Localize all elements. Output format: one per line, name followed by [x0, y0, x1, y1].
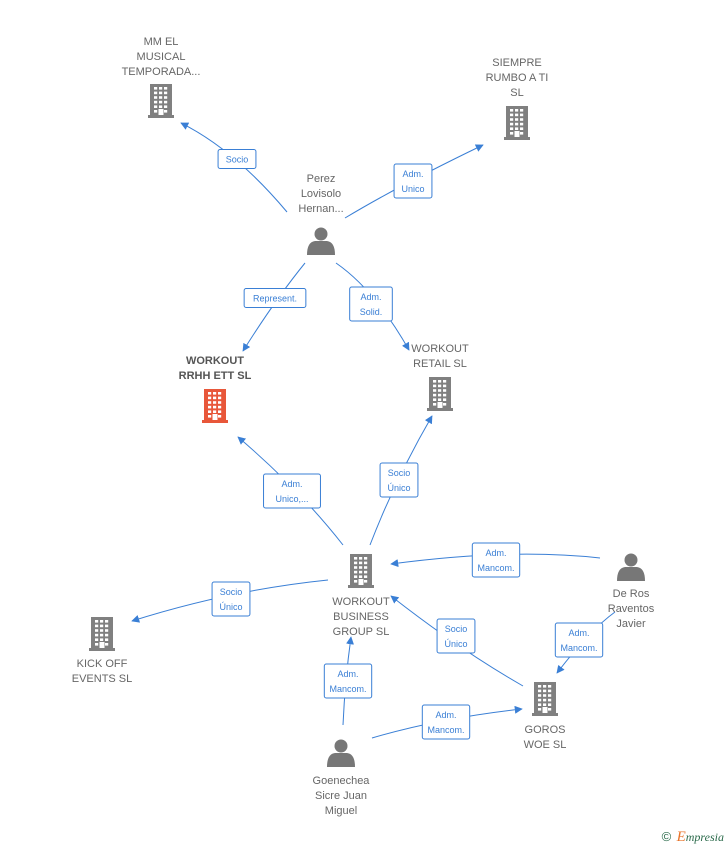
- relationship-edge[interactable]: Adm. Mancom.: [554, 611, 616, 674]
- company-node[interactable]: WORKOUT BUSINESS GROUP SL: [332, 554, 390, 638]
- relationship-label: Adm.: [402, 169, 423, 179]
- relationship-label: Unico: [401, 184, 424, 194]
- relationship-label: Socio: [388, 468, 411, 478]
- relationship-edge[interactable]: Socio: [180, 122, 288, 213]
- relationship-label: Socio: [226, 155, 249, 165]
- relationship-label: Socio: [220, 587, 243, 597]
- relationship-label: Mancom.: [329, 684, 366, 694]
- relationship-label-box: [211, 581, 251, 617]
- brand-logo-text: mpresia: [685, 830, 724, 844]
- node-label: Javier: [616, 618, 646, 630]
- node-label: BUSINESS: [333, 611, 389, 623]
- building-icon: [202, 389, 228, 423]
- node-label: EVENTS SL: [72, 673, 133, 685]
- node-label: SL: [510, 87, 523, 99]
- relationship-edge[interactable]: Adm. Mancom.: [323, 636, 373, 726]
- brand-logo-initial: E: [676, 829, 686, 845]
- node-label: KICK OFF: [77, 658, 128, 670]
- node-label: De Ros: [613, 588, 650, 600]
- relationship-label: Adm.: [337, 669, 358, 679]
- relationship-edge[interactable]: Adm. Solid.: [335, 262, 410, 351]
- edges-layer: SocioAdm.UnicoRepresent.Adm.Solid.Adm.Un…: [131, 122, 616, 740]
- building-icon: [348, 554, 374, 588]
- node-label: Perez: [307, 173, 336, 185]
- relationship-label: Solid.: [360, 307, 383, 317]
- relationship-label-box: [421, 704, 471, 740]
- person-icon: [327, 739, 355, 767]
- node-label: WORKOUT: [186, 355, 244, 367]
- relationship-label-box: [243, 288, 307, 308]
- building-icon: [89, 617, 115, 651]
- relationship-label: Mancom.: [477, 563, 514, 573]
- relationship-edge[interactable]: Adm. Unico,...: [237, 436, 344, 546]
- person-node[interactable]: PerezLovisoloHernan...: [298, 173, 344, 255]
- node-label: RRHH ETT SL: [179, 370, 252, 382]
- node-label: MUSICAL: [137, 51, 186, 63]
- footer-brand[interactable]: © Empresia: [662, 829, 724, 846]
- relationship-label: Único: [444, 639, 467, 649]
- node-label: Raventos: [608, 603, 655, 615]
- relationship-label: Unico,...: [275, 494, 308, 504]
- building-icon: [148, 84, 174, 118]
- relationship-label-box: [217, 149, 257, 169]
- company-node[interactable]: KICK OFF EVENTS SL: [72, 617, 133, 685]
- relationship-label-box: [393, 163, 433, 199]
- relationship-label-box: [263, 473, 321, 509]
- relationship-label: Único: [387, 483, 410, 493]
- relationship-label: Adm.: [568, 628, 589, 638]
- building-icon: [532, 682, 558, 716]
- node-label: RETAIL SL: [413, 358, 467, 370]
- relationship-label-box: [379, 462, 419, 498]
- node-label: WORKOUT: [332, 596, 390, 608]
- node-label: TEMPORADA...: [122, 66, 201, 78]
- person-icon: [617, 553, 645, 581]
- relationship-edge[interactable]: Adm. Mancom.: [390, 542, 601, 578]
- node-label: RUMBO A TI: [486, 72, 549, 84]
- node-label: SIEMPRE: [492, 57, 542, 69]
- node-label: GROUP SL: [333, 626, 390, 638]
- relationship-label: Adm.: [360, 292, 381, 302]
- company-node[interactable]: SIEMPRE RUMBO A TI SL: [486, 57, 549, 140]
- relationship-label: Mancom.: [427, 725, 464, 735]
- node-label: Lovisolo: [301, 188, 341, 200]
- relationship-label-box: [436, 618, 476, 654]
- nodes-layer: MM EL MUSICAL TEMPORADA... SIEMPRE RUMBO A T…: [72, 36, 655, 817]
- building-icon: [427, 377, 453, 411]
- relationship-edge[interactable]: Represent.: [242, 262, 307, 352]
- company-node[interactable]: GOROS WOE SL: [524, 682, 567, 751]
- relationship-label-box: [471, 542, 521, 578]
- person-icon: [307, 227, 335, 255]
- relationship-label: Adm.: [485, 548, 506, 558]
- node-label: Miguel: [325, 805, 357, 817]
- relationship-label-box: [323, 663, 373, 699]
- relationship-label: Mancom.: [560, 643, 597, 653]
- relationship-label-box: [554, 622, 604, 658]
- node-label: MM EL: [144, 36, 179, 48]
- relationship-edge[interactable]: Adm. Unico: [344, 144, 484, 219]
- relationship-label-box: [349, 286, 393, 322]
- relationship-label: Socio: [445, 624, 468, 634]
- company-node[interactable]: WORKOUT RETAIL SL: [411, 343, 469, 411]
- node-label: Goenechea: [313, 775, 371, 787]
- relationship-label: Adm.: [435, 710, 456, 720]
- copyright-symbol: ©: [661, 829, 672, 844]
- relationship-edge[interactable]: Adm. Mancom.: [371, 704, 523, 740]
- company-node[interactable]: MM EL MUSICAL TEMPORADA...: [122, 36, 201, 118]
- node-label: GOROS: [525, 724, 566, 736]
- node-label: WOE SL: [524, 739, 567, 751]
- node-label: Sicre Juan: [315, 790, 367, 802]
- relationship-label: Represent.: [253, 294, 297, 304]
- company-node[interactable]: WORKOUT RRHH ETT SL: [179, 355, 252, 423]
- node-label: Hernan...: [298, 203, 343, 215]
- building-icon: [504, 106, 530, 140]
- relationship-label: Adm.: [281, 479, 302, 489]
- relationship-label: Único: [219, 602, 242, 612]
- node-label: WORKOUT: [411, 343, 469, 355]
